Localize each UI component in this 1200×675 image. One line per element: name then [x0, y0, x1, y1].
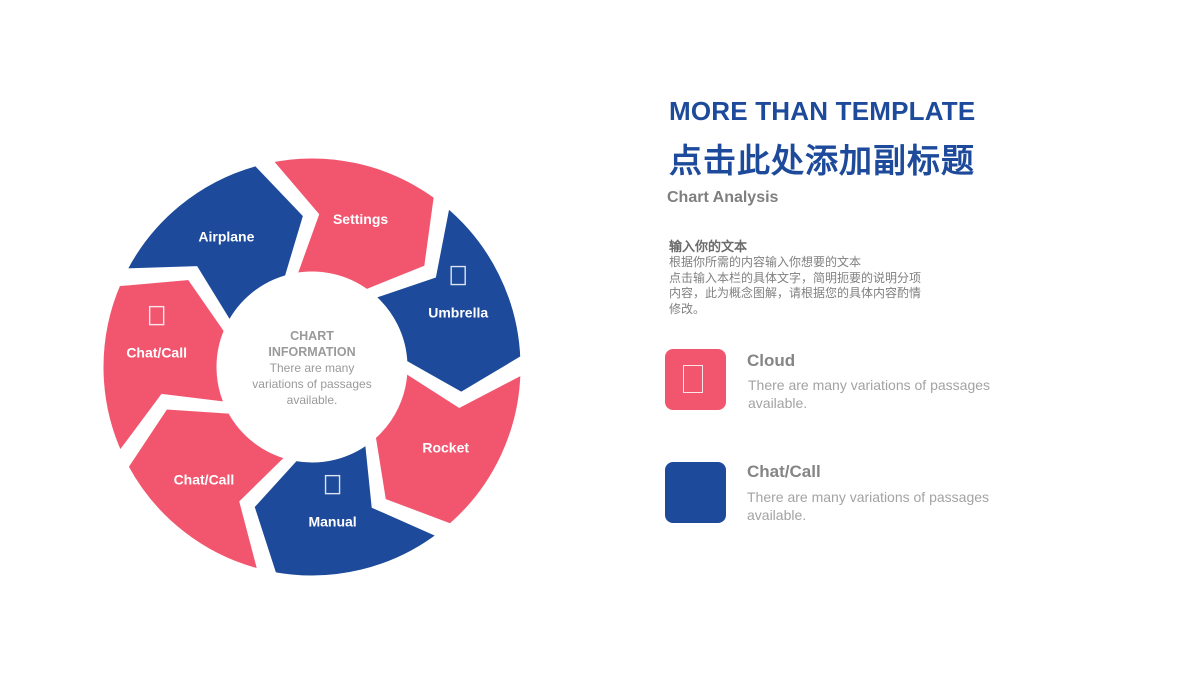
- center-body-line: There are many: [270, 361, 355, 375]
- card-cloud-description: There are many variations of passages av…: [748, 377, 991, 411]
- cycle-segment: [368, 362, 528, 532]
- outline-box-icon: [683, 365, 703, 393]
- card-cloud-icon-tile: [665, 349, 726, 410]
- cycle-segment: [261, 151, 442, 297]
- cycle-center: [222, 277, 402, 457]
- text-block-heading: 输入你的文本: [669, 239, 748, 254]
- outline-box-icon: [148, 305, 165, 326]
- chart-analysis-label: Chart Analysis: [667, 189, 779, 206]
- text-block-line: 点击输入本栏的具体文字，简明扼要的说明分项: [669, 270, 922, 285]
- text-block-line: 内容，此为概念图解，请根据您的具体内容酌情: [669, 286, 922, 300]
- cycle-segment-label: Airplane: [198, 229, 254, 245]
- cycle-segment-label: Rocket: [422, 439, 469, 455]
- page-subtitle: 点击此处添加副标题: [669, 142, 975, 179]
- center-body-line: available.: [287, 393, 338, 407]
- cycle-segment: [116, 158, 311, 333]
- card-chat-call-description: There are many variations of passages av…: [747, 489, 990, 523]
- card-chat-call-icon-tile: [665, 462, 726, 523]
- page-title: MORE THAN TEMPLATE: [669, 96, 976, 126]
- cycle-segment-label: Umbrella: [428, 305, 488, 321]
- text-block: 输入你的文本 根据你所需的内容输入你想要的文本 点击输入本栏的具体文字，简明扼要…: [669, 238, 999, 317]
- card-chat-call-title: Chat/Call: [747, 462, 821, 481]
- cycle-segment-label: Chat/Call: [174, 471, 235, 487]
- center-body-line: variations of passages: [252, 377, 371, 391]
- cycle-segment: [246, 433, 449, 583]
- cycle-segment: [363, 196, 528, 400]
- center-title-line: INFORMATION: [268, 345, 355, 359]
- card-cloud-title: Cloud: [747, 351, 796, 370]
- cycle-segment-label: Manual: [308, 514, 356, 530]
- cycle-segment: [96, 272, 235, 463]
- center-title-line: CHART: [290, 329, 334, 343]
- cycle-segment: [120, 402, 298, 578]
- cycle-segment-label: Settings: [333, 211, 388, 227]
- text-block-line: 修改。: [669, 301, 706, 316]
- outline-box-icon: [450, 265, 466, 286]
- cycle-segment-label: Chat/Call: [126, 345, 187, 361]
- outline-box-icon: [324, 474, 341, 495]
- text-block-line: 根据你所需的内容输入你想要的文本: [669, 255, 862, 269]
